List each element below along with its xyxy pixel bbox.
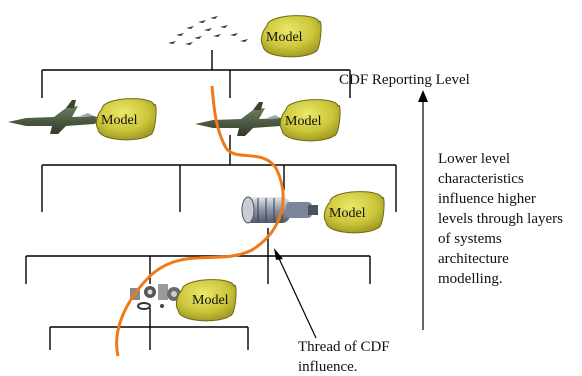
model-blob [323, 191, 385, 234]
model-blob [260, 15, 322, 58]
model-label: Model [101, 113, 138, 128]
hierarchy-tree [25, 50, 397, 350]
cdf-reporting-level-label: CDF Reporting Level [339, 72, 470, 88]
side-note-line: architecture [438, 251, 509, 267]
side-note-line: Lower level [438, 151, 511, 167]
upward-arrowhead [418, 90, 428, 102]
jet-aircraft-icon [195, 102, 291, 136]
thread-label: Thread of CDF influence. [298, 337, 418, 376]
side-note-line: modelling. [438, 271, 503, 287]
model-label: Model [329, 206, 366, 221]
model-blob [175, 279, 237, 322]
side-note-line: levels through layers [438, 211, 563, 227]
thread-label-line: Thread of CDF [298, 339, 390, 355]
thread-pointer-arrowhead [274, 248, 283, 260]
side-note: Lower level characteristics influence hi… [438, 149, 582, 289]
side-note-line: influence higher [438, 191, 536, 207]
model-blob [95, 98, 157, 141]
model-label: Model [192, 293, 229, 308]
model-label: Model [285, 114, 322, 129]
aircraft-formation-icon [168, 16, 248, 45]
side-note-line: characteristics [438, 171, 524, 187]
thread-pointer-line [275, 251, 317, 339]
model-blob [279, 99, 341, 142]
side-note-line: of systems [438, 231, 502, 247]
cdf-thread-line [115, 85, 285, 357]
model-label: Model [266, 30, 303, 45]
jet-aircraft-icon [8, 100, 104, 134]
thread-label-line: influence. [298, 359, 358, 375]
